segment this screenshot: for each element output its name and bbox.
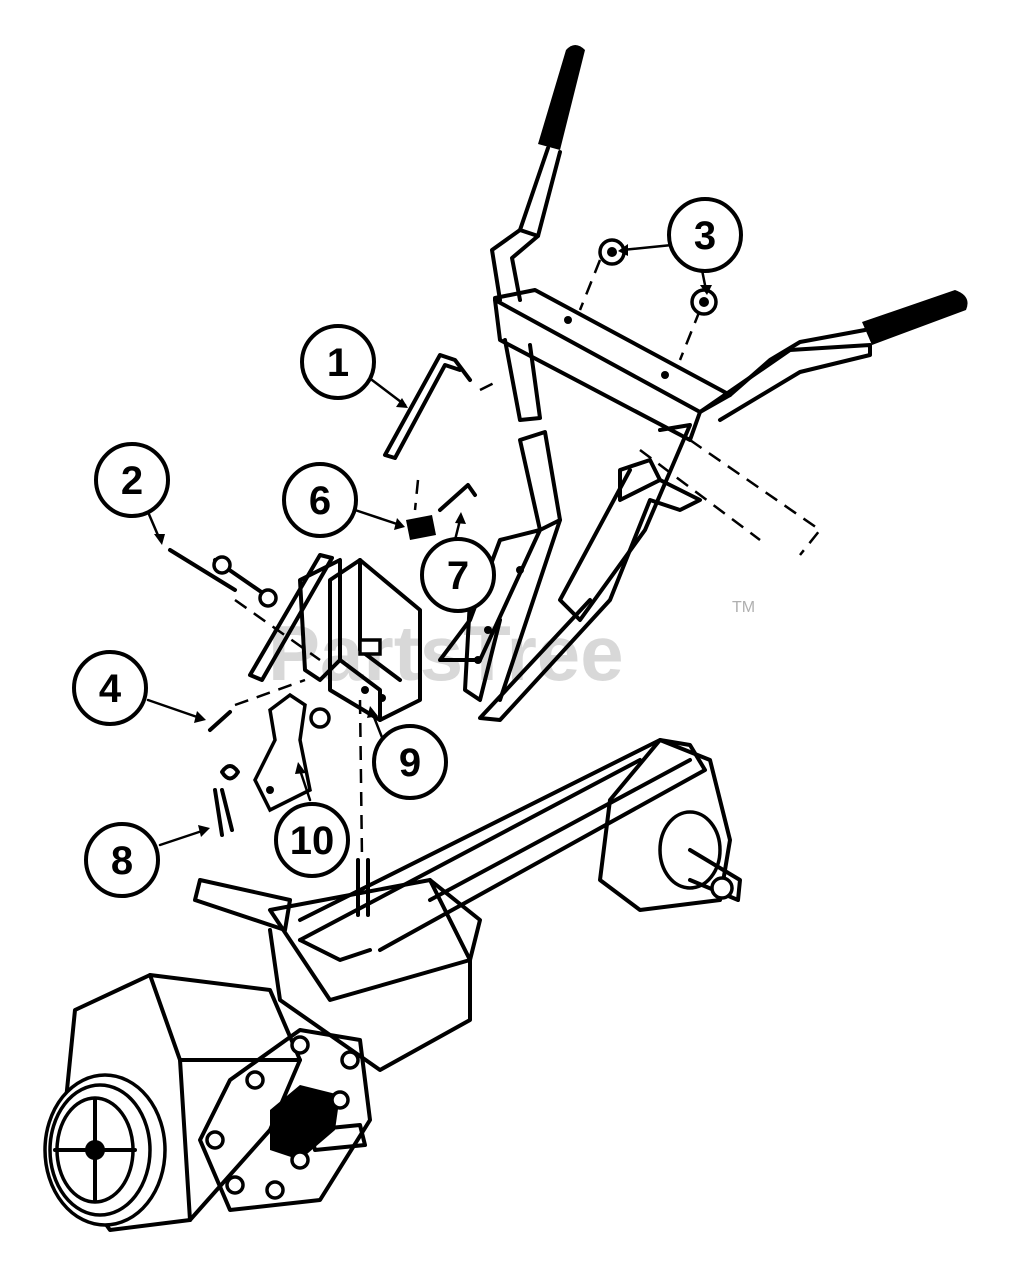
svg-text:2: 2 xyxy=(121,459,143,503)
svg-text:7: 7 xyxy=(447,554,469,598)
right-grip xyxy=(862,290,968,345)
callout-4: 4 xyxy=(72,650,148,726)
svg-text:1: 1 xyxy=(327,341,349,385)
handlebar-assembly xyxy=(438,45,968,722)
svg-text:3: 3 xyxy=(694,214,716,258)
cotter-pin xyxy=(438,483,477,512)
pulley xyxy=(43,1073,167,1227)
shift-bracket xyxy=(298,558,422,722)
callout-1: 1 xyxy=(300,324,376,400)
shift-rod xyxy=(383,353,472,460)
svg-text:10: 10 xyxy=(290,819,335,863)
watermark-trademark: TM xyxy=(732,599,755,616)
left-grip xyxy=(538,45,585,150)
roll-pin xyxy=(208,710,232,732)
hair-pin-clip xyxy=(213,764,240,837)
callout-10: 10 xyxy=(274,802,350,878)
knob-cap xyxy=(406,479,436,540)
svg-text:4: 4 xyxy=(99,667,122,711)
svg-text:9: 9 xyxy=(399,741,421,785)
shift-arm xyxy=(253,692,331,813)
svg-text:8: 8 xyxy=(111,839,133,883)
callout-6: 6 xyxy=(282,462,358,538)
callout-9: 9 xyxy=(372,724,448,800)
leader-lines xyxy=(143,243,712,847)
callout-3: 3 xyxy=(667,197,743,273)
shift-lever xyxy=(248,553,334,682)
callout-8: 8 xyxy=(84,822,160,898)
transmission xyxy=(43,738,742,1232)
svg-text:6: 6 xyxy=(309,479,331,523)
callout-7: 7 xyxy=(420,537,496,613)
callout-2: 2 xyxy=(94,442,170,518)
bolts xyxy=(168,548,321,662)
